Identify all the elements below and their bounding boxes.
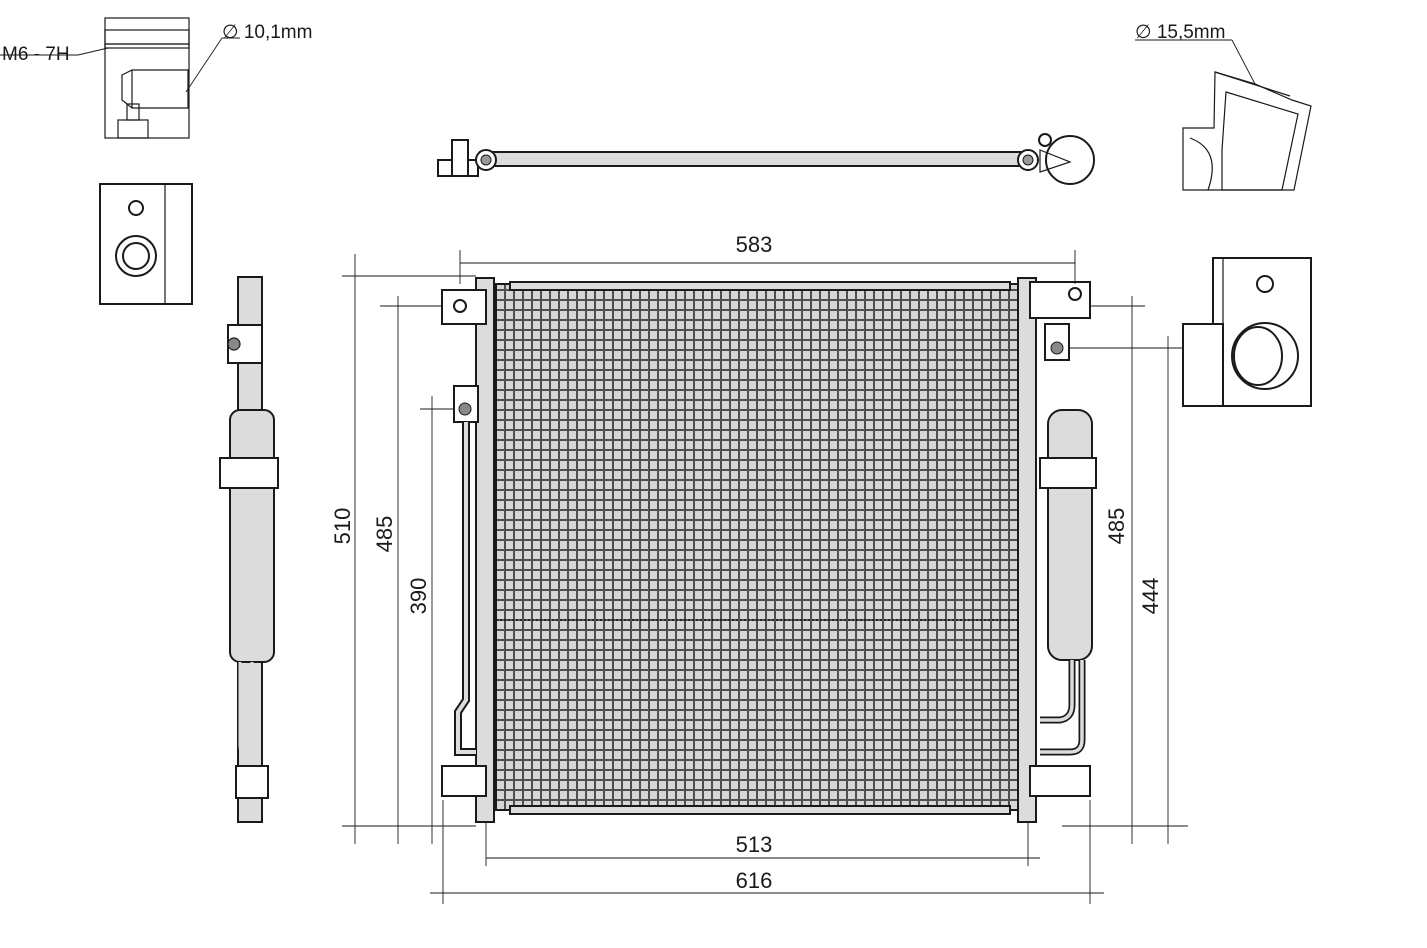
dimension-right-drier-height: 485 [1104,508,1129,545]
dimension-top-width: 583 [736,232,773,257]
thread-label: M6 - 7H [2,44,70,65]
right-port-diameter-label: ∅ 15,5mm [1135,22,1225,43]
thread-port-section [0,17,240,139]
outlet-port-section [1135,39,1312,191]
dimension-lines [342,250,1188,904]
left-flange-plate [99,183,193,305]
right-flange-plate [1182,257,1312,407]
dimension-left-height-inner: 485 [372,516,397,553]
top-view [437,133,1095,185]
dimension-left-pipe-height: 390 [406,578,431,615]
dimension-overall-width: 616 [736,868,773,893]
dimension-core-width: 513 [736,832,773,857]
left-port-diameter-label: ∅ 10,1mm [222,22,312,43]
left-side-view [219,276,279,823]
condenser-front-view [441,277,1097,823]
dimension-right-port-height: 444 [1138,578,1163,615]
dimension-left-height-outer: 510 [330,508,355,545]
